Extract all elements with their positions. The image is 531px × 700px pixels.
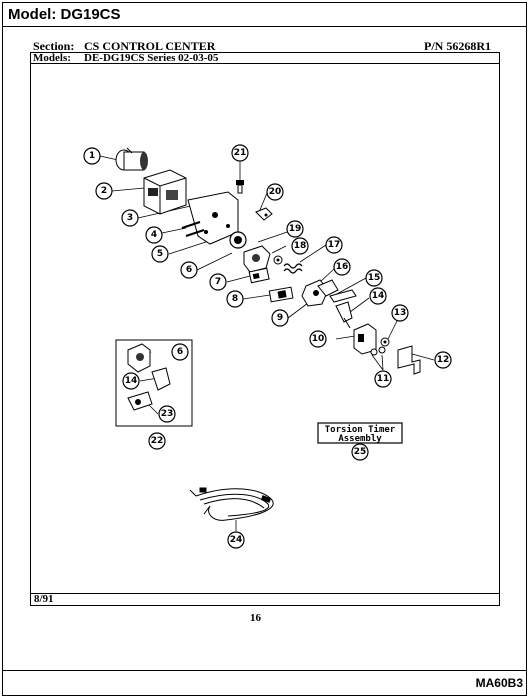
component-1-motor (115, 147, 148, 171)
callout-9: 9 (271, 309, 289, 327)
section-value: CS CONTROL CENTER (84, 39, 216, 53)
part-number: P/N 56268R1 (424, 39, 491, 54)
component-8-switch (268, 286, 294, 303)
pn-label: P/N (424, 39, 444, 53)
component-15-lever (329, 289, 357, 303)
component-24-wire-harness (189, 487, 274, 521)
callout-17: 17 (325, 236, 343, 254)
component-2-timer-body (143, 169, 187, 215)
svg-text:8: 8 (232, 294, 238, 304)
document-code: MA60B3 (475, 676, 523, 690)
callout-7: 7 (209, 273, 227, 291)
callout-25: 25 (351, 443, 369, 461)
bottom-rule (2, 670, 527, 671)
svg-text:17: 17 (328, 240, 341, 250)
svg-text:24: 24 (230, 535, 243, 545)
svg-text:6: 6 (177, 347, 183, 357)
svg-text:10: 10 (312, 334, 325, 344)
svg-text:22: 22 (151, 436, 164, 446)
torsion-label-line2: Assembly (338, 434, 382, 444)
callout-14: 14 (369, 287, 387, 305)
svg-text:6: 6 (186, 265, 192, 275)
svg-text:19: 19 (289, 224, 302, 234)
svg-text:11: 11 (377, 374, 390, 384)
callout-inset-6: 6 (171, 343, 189, 361)
callout-6: 6 (180, 261, 198, 279)
component-4-screws (181, 221, 205, 237)
models-value: DE-DG19CS Series 02-03-05 (84, 52, 219, 64)
component-14-linkage (335, 301, 353, 329)
torsion-label-line1: Torsion Timer (325, 424, 396, 435)
component-16-actuator (317, 279, 339, 297)
callout-19: 19 (286, 220, 304, 238)
callout-10: 10 (309, 330, 327, 348)
svg-text:14: 14 (125, 376, 138, 386)
frame-header-rule (30, 63, 500, 64)
component-13-nut (380, 337, 390, 347)
callout-23: 23 (158, 405, 176, 423)
svg-text:4: 4 (151, 230, 157, 240)
callout-2: 2 (95, 182, 113, 200)
page-number: 16 (250, 612, 261, 624)
models-label: Models: (33, 52, 71, 64)
revision-date: 8/91 (34, 593, 54, 605)
callout-21: 21 (231, 144, 249, 162)
svg-text:5: 5 (157, 249, 163, 259)
svg-text:3: 3 (127, 213, 133, 223)
component-17-spring (283, 263, 303, 274)
callout-15: 15 (365, 269, 383, 287)
svg-text:13: 13 (394, 308, 407, 318)
component-11-nuts (370, 346, 386, 356)
callout-12: 12 (434, 351, 452, 369)
callout-18: 18 (291, 237, 309, 255)
callout-4: 4 (145, 226, 163, 244)
svg-text:21: 21 (234, 148, 247, 158)
diagram-frame (30, 52, 500, 606)
inset-assembly (127, 343, 171, 411)
callout-inset-14: 14 (122, 372, 140, 390)
callout-16: 16 (333, 258, 351, 276)
component-7-switch (248, 267, 270, 284)
svg-text:15: 15 (368, 273, 381, 283)
callout-1: 1 (83, 147, 101, 165)
svg-text:25: 25 (354, 447, 367, 457)
pn-value: 56268R1 (446, 39, 492, 53)
svg-text:7: 7 (215, 277, 221, 287)
model-value: DG19CS (60, 6, 121, 23)
svg-text:1: 1 (89, 151, 95, 161)
callout-22: 22 (148, 432, 166, 450)
svg-text:2: 2 (101, 186, 107, 196)
svg-text:14: 14 (372, 291, 385, 301)
section-label: Section: (33, 39, 75, 53)
callout-20: 20 (266, 183, 284, 201)
component-12-bracket (397, 345, 421, 375)
callout-11: 11 (374, 370, 392, 388)
component-18-spring (273, 255, 283, 265)
title-rule (2, 26, 527, 27)
component-20-clip (255, 207, 273, 221)
inset-box-22 (115, 339, 193, 427)
component-21-screw (236, 180, 244, 194)
torsion-label-box (317, 422, 403, 444)
callouts: 1 2 3 4 5 6 7 8 9 10 11 12 13 14 15 16 1… (83, 144, 452, 549)
svg-text:12: 12 (437, 355, 450, 365)
svg-text:23: 23 (161, 409, 174, 419)
callout-5: 5 (151, 245, 169, 263)
callout-13: 13 (391, 304, 409, 322)
svg-text:16: 16 (336, 262, 349, 272)
component-19-knob (229, 231, 247, 249)
callout-8: 8 (226, 290, 244, 308)
frame-footer-rule (30, 593, 500, 594)
svg-text:20: 20 (269, 187, 282, 197)
model-label: Model: (8, 6, 57, 23)
model-title: Model: DG19CS (8, 6, 121, 23)
svg-text:9: 9 (277, 313, 283, 323)
callout-3: 3 (121, 209, 139, 227)
callout-24: 24 (227, 531, 245, 549)
svg-text:18: 18 (294, 241, 307, 251)
